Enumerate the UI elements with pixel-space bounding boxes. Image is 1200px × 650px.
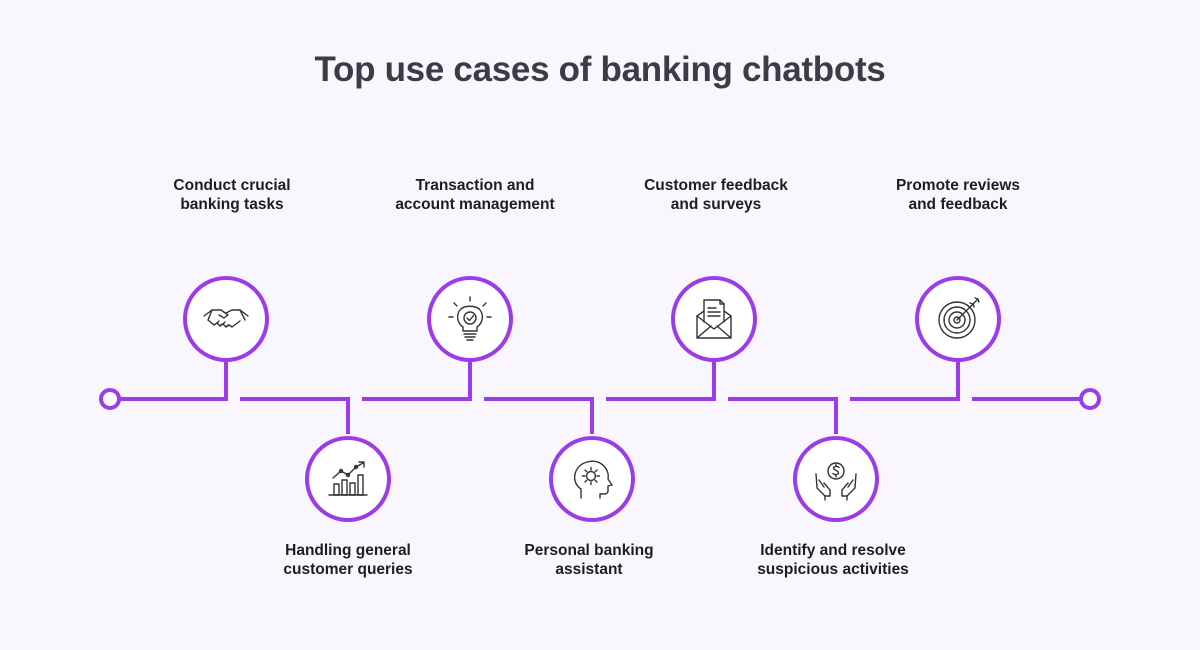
node-conduct-banking-tasks — [183, 276, 269, 362]
target-icon — [938, 297, 980, 339]
hands-coin-icon — [815, 462, 857, 501]
timeline-start-dot — [99, 388, 121, 410]
lightbulb-check-icon — [448, 296, 492, 341]
handshake-icon — [203, 309, 249, 328]
timeline-end-dot — [1079, 388, 1101, 410]
node-transaction-management — [427, 276, 513, 362]
node-suspicious-activities — [793, 436, 879, 522]
envelope-document-icon — [696, 299, 732, 339]
node-promote-reviews — [915, 276, 1001, 362]
growth-chart-icon — [328, 461, 368, 496]
head-gear-icon — [573, 460, 613, 499]
page-title: Top use cases of banking chatbots — [314, 50, 886, 89]
node-personal-assistant — [549, 436, 635, 522]
node-handling-queries — [305, 436, 391, 522]
node-customer-feedback — [671, 276, 757, 362]
